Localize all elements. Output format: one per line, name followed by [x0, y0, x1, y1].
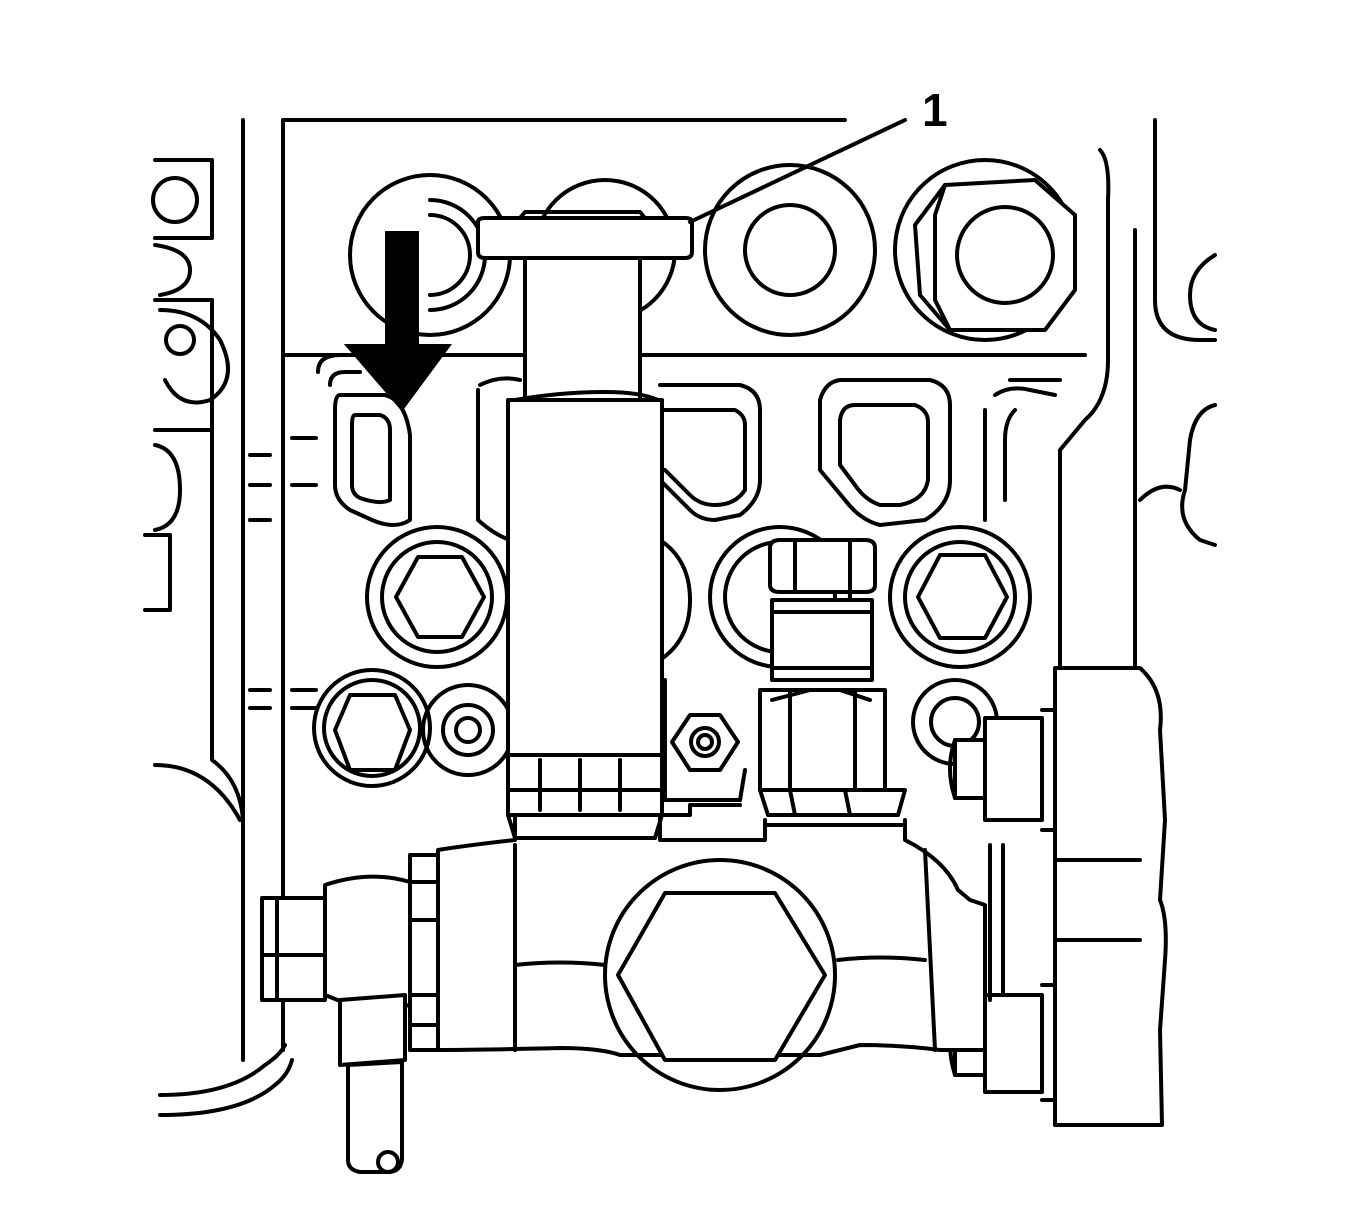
callout-label: 1 [922, 84, 948, 136]
down-arrow-icon [343, 231, 452, 412]
pump-housing [143, 118, 1217, 1117]
hex-bolt-icon [916, 553, 1009, 640]
mounting-slots [316, 353, 1062, 542]
hex-bolt-icon [394, 555, 486, 639]
hex-plug-icon [616, 891, 827, 1062]
upper-port-rings [348, 158, 1077, 342]
special-tool [476, 210, 694, 840]
hex-bolt-icon [333, 693, 412, 772]
lower-bolts [312, 525, 1032, 817]
callout-1: 1 [688, 84, 948, 224]
pump-body [260, 813, 987, 1174]
right-connectors [948, 666, 1168, 1127]
hex-nut-icon [670, 713, 740, 772]
pressure-fitting [758, 538, 907, 840]
